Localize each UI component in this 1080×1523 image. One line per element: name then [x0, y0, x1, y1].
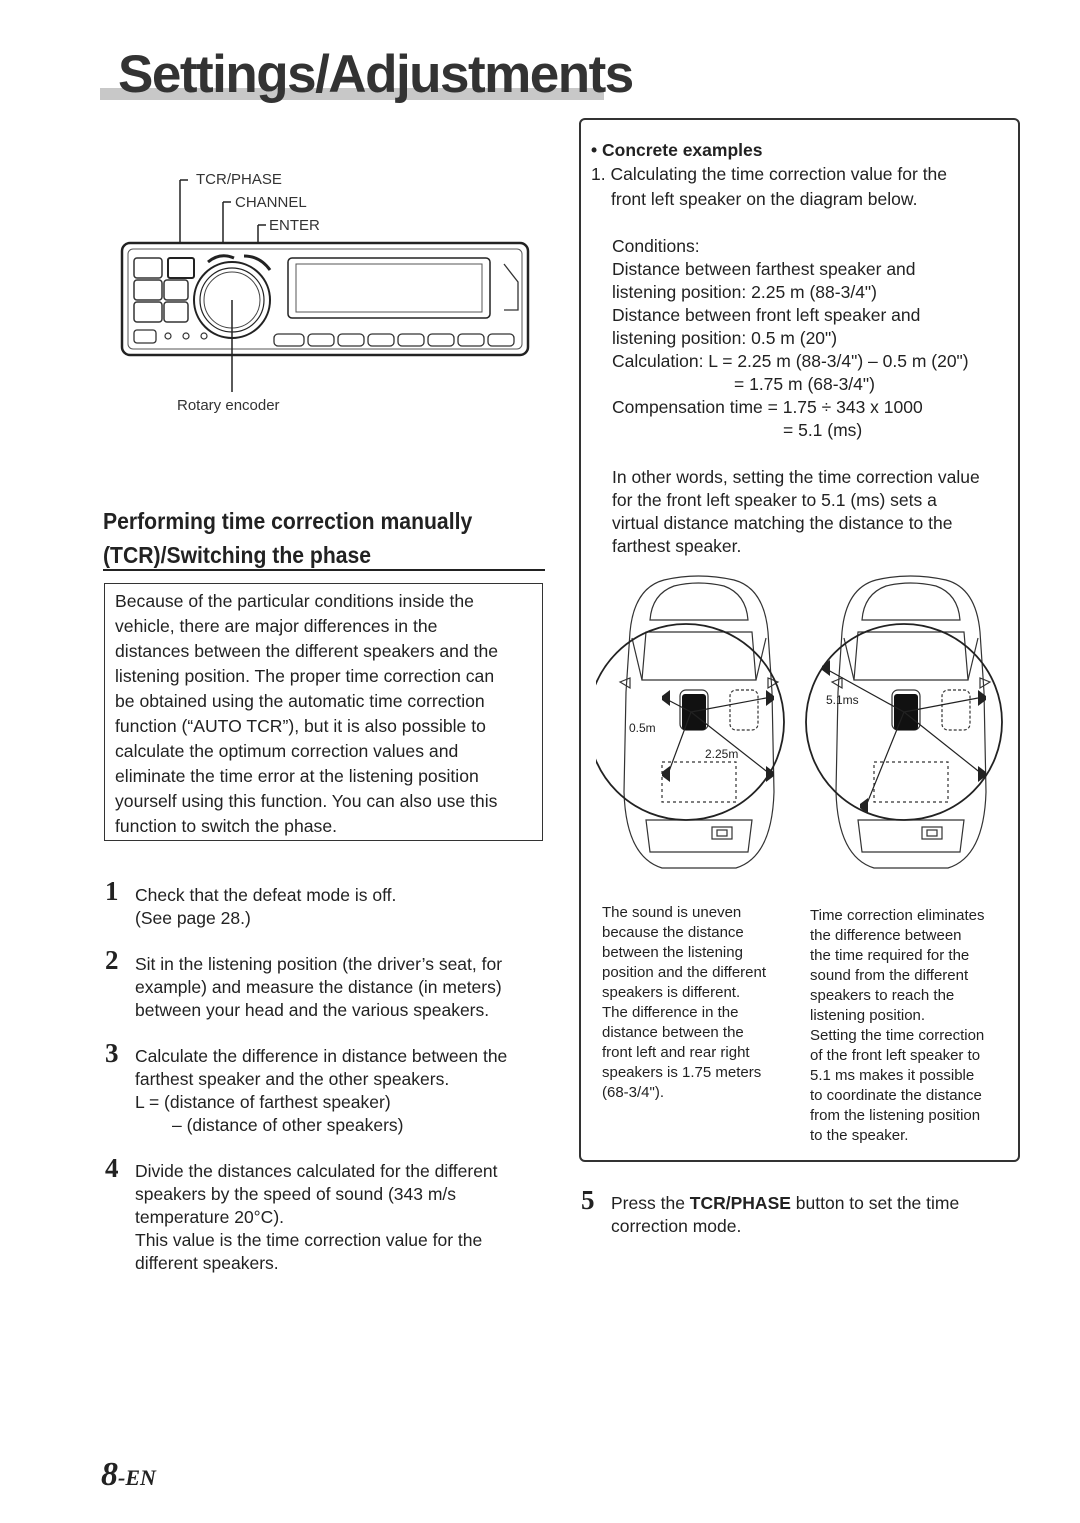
head-unit-diagram: [120, 179, 530, 392]
example-1-line1: 1. Calculating the time correction value…: [591, 164, 948, 184]
section-heading-line1: Performing time correction manually: [103, 508, 473, 534]
title-underline-bar: [100, 88, 604, 100]
concrete-examples-box: [579, 118, 1020, 1162]
other-words-line: In other words, setting the time correct…: [612, 467, 980, 487]
heading-rule: [103, 569, 545, 571]
step-1-number: 1: [105, 876, 119, 906]
intro-line: be obtained using the automatic time cor…: [115, 691, 485, 711]
section-heading-line2: (TCR)/Switching the phase: [103, 542, 372, 568]
other-words-line: for the front left speaker to 5.1 (ms) s…: [612, 490, 937, 510]
intro-line: eliminate the time error at the listenin…: [115, 766, 479, 786]
step-5-number: 5: [581, 1185, 595, 1215]
examples-heading: • Concrete examples: [591, 140, 763, 160]
intro-line: function (“AUTO TCR”), but it is also po…: [115, 716, 486, 736]
page-number: 8-EN: [101, 1456, 156, 1493]
condition-line: listening position: 2.25 m (88-3/4"): [612, 282, 877, 302]
intro-line: Because of the particular conditions ins…: [115, 591, 474, 611]
section-heading: Performing time correction manually (TCR…: [103, 504, 510, 572]
tcr-phase-label: TCR/PHASE: [196, 171, 282, 188]
compensation-line2: = 5.1 (ms): [783, 420, 863, 440]
intro-line: distances between the different speakers…: [115, 641, 499, 661]
step-2-text: Sit in the listening position (the drive…: [135, 954, 503, 1020]
other-words-line: farthest speaker.: [612, 536, 742, 556]
compensation-line1: Compensation time = 1.75 ÷ 343 x 1000: [612, 397, 923, 417]
conditions-label: Conditions:: [612, 236, 700, 256]
intro-line: calculate the optimum correction values …: [115, 741, 459, 761]
label-2-25m: 2.25m: [705, 747, 739, 761]
calculation-line2: = 1.75 m (68-3/4"): [734, 374, 875, 394]
intro-line: vehicle, there are major differences in …: [115, 616, 438, 636]
step-3-text: Calculate the difference in distance bet…: [135, 1046, 508, 1135]
condition-line: listening position: 0.5 m (20"): [612, 328, 838, 348]
channel-label: CHANNEL: [235, 194, 307, 211]
car-diagram-before: [596, 575, 785, 869]
label-5-1ms: 5.1ms: [826, 693, 859, 707]
step-3-number: 3: [105, 1038, 119, 1068]
example-1-line2: front left speaker on the diagram below.: [611, 189, 918, 209]
calculation-line1: Calculation: L = 2.25 m (88-3/4") – 0.5 …: [612, 351, 969, 371]
intro-box: Because of the particular conditions ins…: [104, 583, 543, 841]
enter-label: ENTER: [269, 217, 320, 234]
step-1-text: Check that the defeat mode is off. (See …: [135, 885, 397, 928]
condition-line: Distance between front left speaker and: [612, 305, 921, 325]
intro-line: function to switch the phase.: [115, 816, 338, 836]
intro-line: yourself using this function. You can al…: [115, 791, 498, 811]
step-2-number: 2: [105, 945, 119, 975]
caption-left: The sound is uneven because the distance…: [602, 904, 767, 1101]
intro-line: listening position. The proper time corr…: [115, 666, 495, 686]
step-5-text: Press the TCR/PHASE button to set the ti…: [611, 1193, 960, 1236]
page-title: Settings/Adjustments: [118, 45, 634, 104]
step-4-number: 4: [105, 1153, 119, 1183]
other-words-line: virtual distance matching the distance t…: [612, 513, 953, 533]
step-4-text: Divide the distances calculated for the …: [135, 1161, 498, 1273]
caption-right: Time correction eliminates the differenc…: [810, 907, 985, 1144]
car-diagram-after: [805, 575, 1003, 869]
label-0-5m: 0.5m: [629, 721, 656, 735]
condition-line: Distance between farthest speaker and: [612, 259, 916, 279]
rotary-encoder-label: Rotary encoder: [177, 397, 280, 414]
